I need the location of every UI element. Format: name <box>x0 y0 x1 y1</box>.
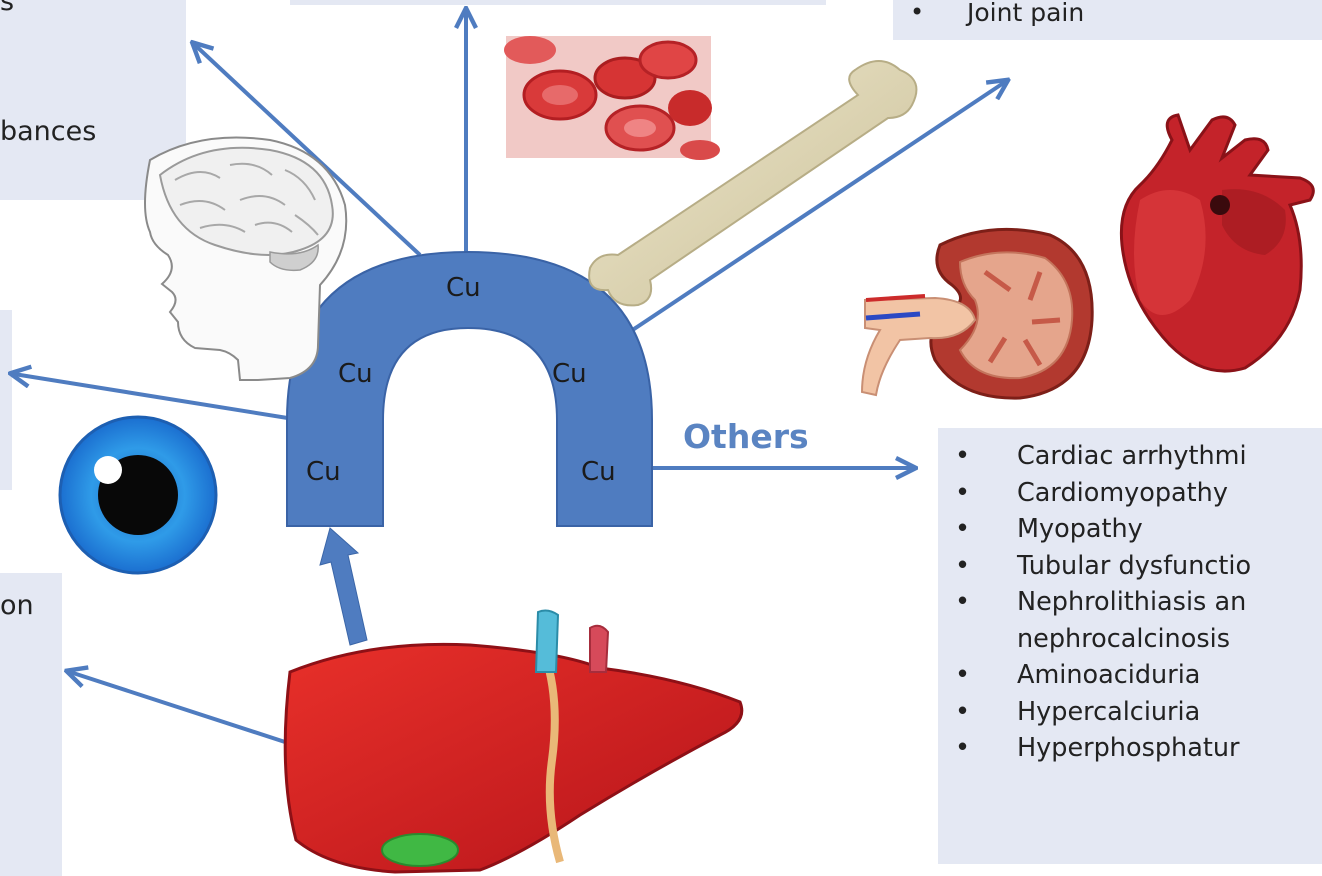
cu-label: Cu <box>446 273 481 303</box>
cu-label: Cu <box>338 359 373 389</box>
cu-label: Cu <box>581 457 616 487</box>
eye-icon <box>36 413 240 577</box>
blood-cells-icon <box>504 36 720 160</box>
cu-label: Cu <box>552 359 587 389</box>
others-label: Others <box>683 417 809 456</box>
liver-icon <box>285 611 742 872</box>
heart-icon <box>1121 115 1313 371</box>
arrow-liver-to-arch <box>320 528 367 645</box>
cu-label: Cu <box>306 457 341 487</box>
arrow-to-bottom-left <box>70 672 285 742</box>
kidney-icon <box>862 229 1092 398</box>
brain-icon <box>145 138 346 381</box>
